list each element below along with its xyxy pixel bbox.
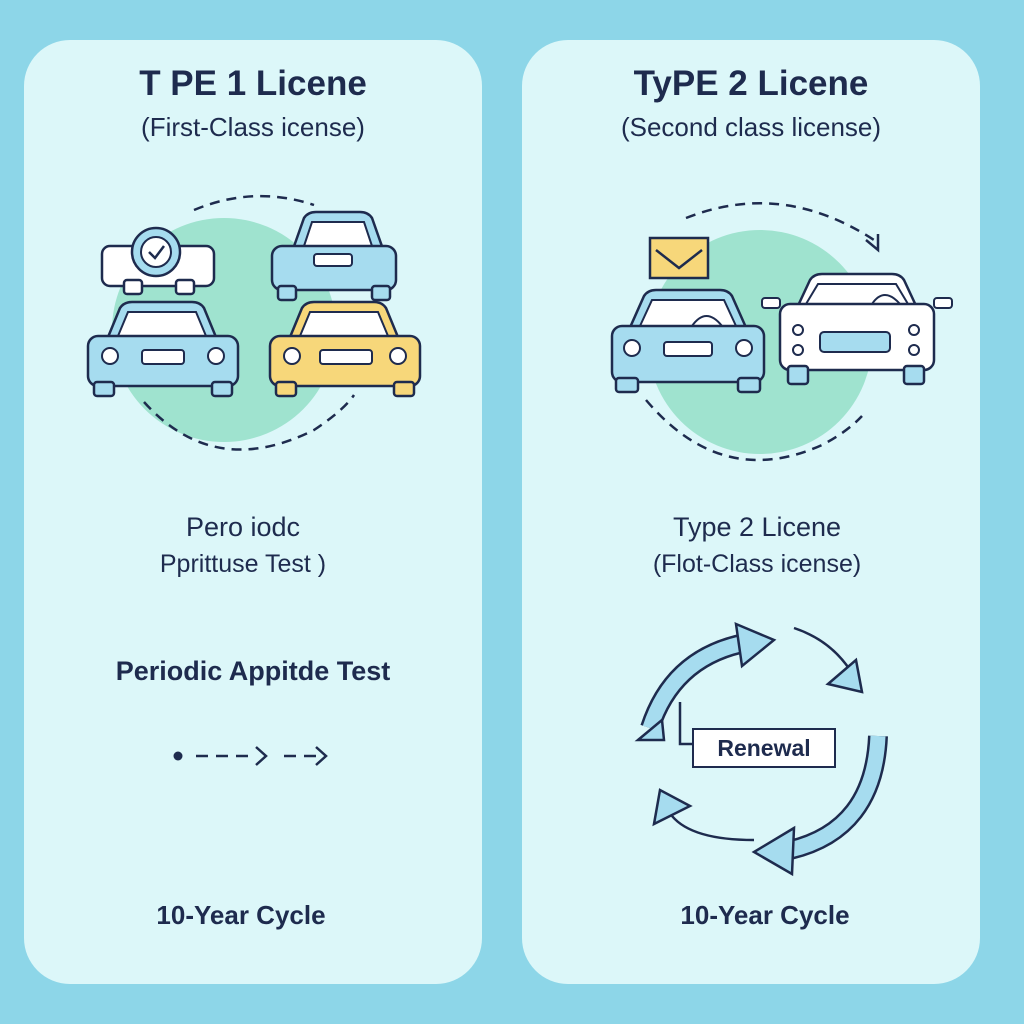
yellow-car-icon (268, 300, 422, 398)
dashed-arrow-icon (173, 746, 328, 766)
renewal-cycle-arrows-icon (634, 621, 888, 877)
mid-text-line1: Type 2 Licene (672, 512, 842, 542)
mid-text-line1: Pero iodc (185, 512, 301, 542)
blue-car-icon (610, 288, 766, 394)
car-with-clock-icon (100, 226, 216, 296)
panel-subtitle: (First-Class icense) (141, 112, 365, 142)
mid-text-line2: (Flot-Class icense) (652, 550, 862, 578)
panel-subtitle: (Second class license) (620, 112, 882, 142)
dashed-arc-top (685, 202, 875, 242)
type2-license-panel: TyPE 2 Licene (Second class license) Typ… (522, 40, 980, 984)
type1-license-panel: T PE 1 Licene (First-Class icense) Pero … (24, 40, 482, 984)
white-car-icon (761, 272, 953, 386)
mid-text-line2: Pprittuse Test ) (159, 550, 327, 578)
cycle-label: 10-Year Cycle (156, 900, 326, 930)
renewal-label: Renewal (692, 728, 836, 768)
arc-arrowhead (865, 234, 880, 253)
dashed-arc-bottom (143, 394, 356, 451)
dashed-arc-bottom (645, 399, 863, 462)
type2-illustration (610, 202, 953, 877)
cycle-label: 10-Year Cycle (680, 900, 850, 930)
type1-illustration (86, 194, 422, 766)
envelope-icon (648, 236, 710, 280)
panel-title: T PE 1 Licene (139, 64, 367, 103)
blue-car-icon (86, 300, 240, 398)
panel-title: TyPE 2 Licene (633, 64, 869, 103)
blue-car-icon-top (270, 210, 398, 302)
dashed-arc-top (193, 194, 315, 212)
test-label: Periodic Appitde Test (115, 656, 391, 686)
